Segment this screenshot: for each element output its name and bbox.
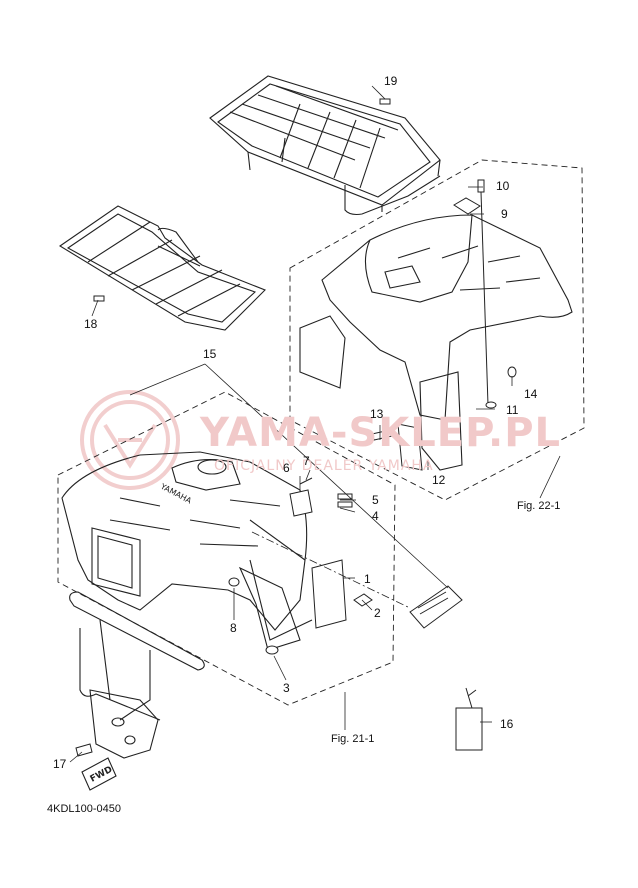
callout-16: 16 [500,717,514,731]
callout-19: 19 [384,74,398,88]
callout-2: 2 [374,606,381,620]
front-decal [409,585,463,629]
watermark-title: YAMA-SKLEP.PL [200,410,562,456]
front-bumper [69,591,205,759]
caution-label [455,687,483,751]
rear-rack [209,75,441,216]
watermark-subtitle: OFICJALNY DEALER YAMAHA [214,458,434,474]
callout-7: 7 [303,454,310,468]
callout-15: 15 [203,347,217,361]
callout-5: 5 [372,493,379,507]
rear-fender [299,214,573,471]
callout-10: 10 [496,179,510,193]
callout-17: 17 [53,757,67,771]
callout-13: 13 [370,407,384,421]
rack-bolt-18 [93,295,105,302]
callout-1: 1 [364,572,371,586]
callout-6: 6 [283,461,290,475]
callout-8: 8 [230,621,237,635]
fig-22-boundary [289,159,585,501]
fwd-tag [81,757,117,791]
front-rack [58,205,266,331]
fig-21-boundary [57,391,396,706]
callout-18: 18 [84,317,98,331]
callout-12: 12 [432,473,446,487]
callout-14: 14 [524,387,538,401]
callout-15-leaders [129,363,449,589]
fig-21-label: Fig. 21-1 [331,733,375,745]
fig-22-leader [539,455,561,499]
callout-9: 9 [501,207,508,221]
watermark-logo-icon [80,390,180,490]
rack-bolt-19 [379,98,391,105]
rear-fasteners [371,179,517,471]
document-code: 4KDL100-0450 [47,803,122,815]
dash-dot-alignment [251,531,411,609]
callout-4: 4 [372,509,379,523]
callout-3: 3 [283,681,290,695]
fig-22-label: Fig. 22-1 [517,500,561,512]
callout-11: 11 [506,403,519,417]
callout-leaders [69,85,513,763]
front-fasteners [75,477,373,757]
